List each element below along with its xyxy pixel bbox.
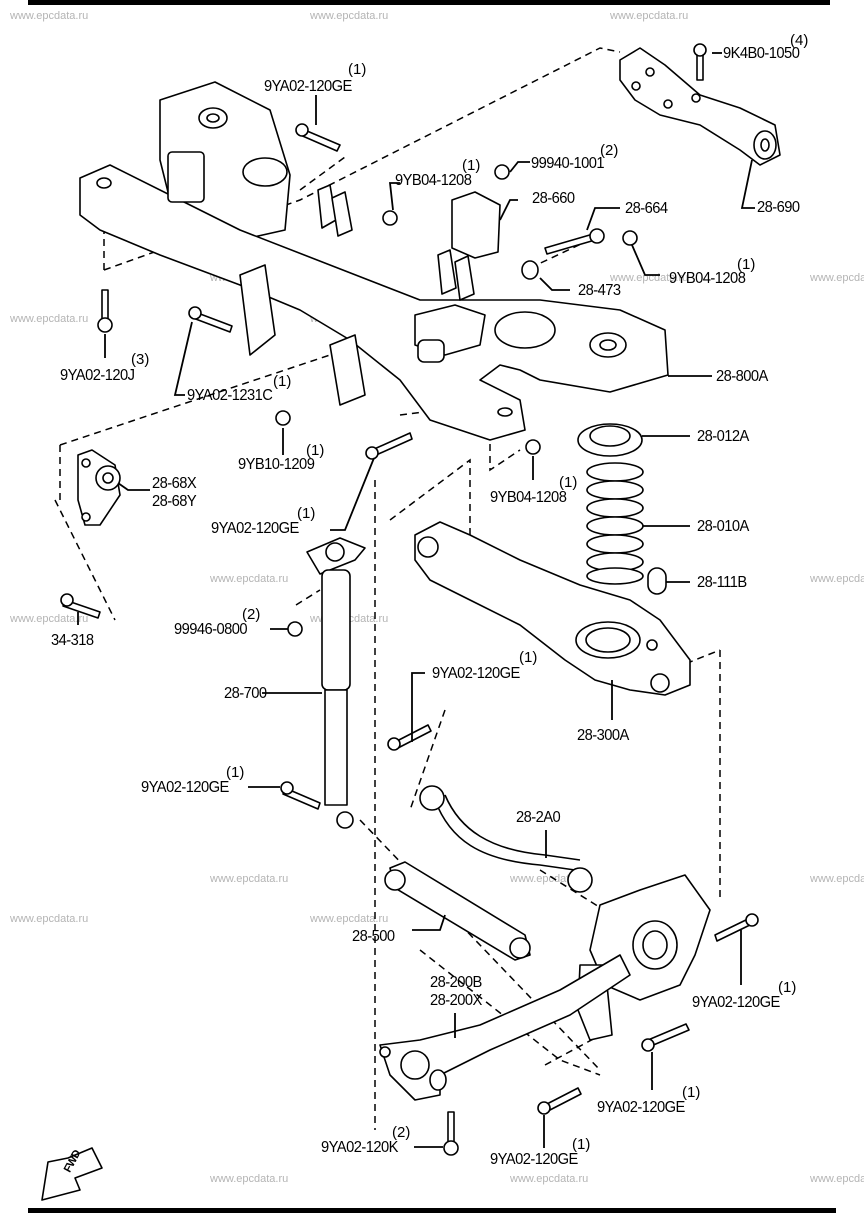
part-qty: (4) [790, 32, 809, 49]
part-qty: (1) [778, 979, 797, 996]
watermark: www.epcdata.ru [10, 613, 89, 625]
part-label: 28-700 [224, 685, 267, 702]
bolts [60, 43, 759, 1156]
part-label: 9YA02-120GE [597, 1099, 685, 1116]
watermark: www.epcdata.ru [210, 873, 289, 885]
watermark: www.epcdata.ru [810, 272, 864, 284]
part-qty: (2) [392, 1124, 411, 1141]
watermark: www.epcdata.ru [10, 913, 89, 925]
part-label: 34-318 [51, 632, 94, 649]
rear-crossmember [79, 81, 669, 441]
watermark: www.epcdata.ru [810, 873, 864, 885]
part-label: 28-68X [152, 475, 197, 492]
spring-seat-28-012A [577, 423, 643, 457]
part-qty: (1) [273, 373, 292, 390]
watermark: www.epcdata.ru [810, 573, 864, 585]
part-label: 9YB04-1208 [490, 489, 567, 506]
watermark: www.epcdata.ru [210, 573, 289, 585]
part-label: 28-473 [578, 282, 621, 299]
watermark: www.epcdata.ru [610, 272, 689, 284]
part-label: 9YA02-1231C [187, 387, 273, 404]
fwd-arrow-icon [41, 1147, 103, 1201]
part-label: 9YB04-1208 [395, 172, 472, 189]
watermark: www.epcdata.ru [210, 1173, 289, 1185]
bottom-border-bar [28, 1208, 836, 1213]
part-qty: (1) [462, 157, 481, 174]
watermark: www.epcdata.ru [10, 10, 89, 22]
knuckle [577, 874, 711, 1041]
watermark: www.epcdata.ru [10, 313, 89, 325]
part-label: 28-2A0 [516, 809, 561, 826]
watermark: www.epcdata.ru [310, 913, 389, 925]
upper-arm-28-2A0 [419, 785, 593, 893]
part-label: 9YA02-120J [60, 367, 135, 384]
lateral-link-28-500 [384, 861, 531, 961]
part-label: 28-500 [352, 928, 395, 945]
part-label: 9K4B0-1050 [723, 45, 800, 62]
part-label: 28-300A [577, 727, 629, 744]
part-qty: (1) [297, 505, 316, 522]
part-label: 9YA02-120GE [211, 520, 299, 537]
part-qty: (2) [242, 606, 261, 623]
watermark: www.epcdata.ru [610, 10, 689, 22]
trailing-link-28-200B [379, 954, 631, 1101]
part-label: 28-690 [757, 199, 800, 216]
part-label: 28-012A [697, 428, 749, 445]
part-qty: (1) [306, 442, 325, 459]
part-label: 9YA02-120GE [141, 779, 229, 796]
lower-arm-28-300A [414, 521, 691, 696]
shock-absorber-28-700 [306, 537, 366, 829]
trailing-arm-bracket-28-690 [619, 47, 781, 166]
top-border-bar [28, 0, 830, 5]
part-label: 9YA02-120GE [264, 78, 352, 95]
part-qty: (3) [131, 351, 150, 368]
watermark: www.epcdata.ru [510, 1173, 589, 1185]
lateral-link-28-68X [77, 449, 121, 526]
watermark: www.epcdata.ru [310, 10, 389, 22]
part-label: 99940-1001 [531, 155, 605, 172]
part-qty: (1) [737, 256, 756, 273]
part-label: 99946-0800 [174, 621, 248, 638]
part-label: 9YB10-1209 [238, 456, 315, 473]
part-label: 9YA02-120GE [432, 665, 520, 682]
part-label: 28-68Y [152, 493, 197, 510]
part-label: 28-664 [625, 200, 668, 217]
part-qty: (2) [600, 142, 619, 159]
bump-stop-28-111B [647, 567, 667, 595]
part-label: 9YA02-120GE [490, 1151, 578, 1168]
part-label: 28-010A [697, 518, 749, 535]
part-label: 9YA02-120K [321, 1139, 398, 1156]
part-qty: (1) [348, 61, 367, 78]
part-qty: (1) [226, 764, 245, 781]
watermark: www.epcdata.ru [810, 1173, 864, 1185]
part-qty: (1) [559, 474, 578, 491]
part-label: 28-111B [697, 574, 747, 591]
leader-lines [77, 52, 755, 1148]
bracket-28-660 [451, 191, 501, 259]
part-qty: (1) [572, 1136, 591, 1153]
part-label: 28-200B [430, 974, 482, 991]
part-qty: (1) [682, 1084, 701, 1101]
part-label: 28-660 [532, 190, 575, 207]
part-label: 9YA02-120GE [692, 994, 780, 1011]
part-label: 9YB04-1208 [669, 270, 746, 287]
part-label: 28-200X [430, 992, 482, 1009]
mounting-tabs [317, 184, 475, 301]
part-label: 28-800A [716, 368, 768, 385]
part-qty: (1) [519, 649, 538, 666]
coil-spring-28-010A [586, 462, 644, 585]
